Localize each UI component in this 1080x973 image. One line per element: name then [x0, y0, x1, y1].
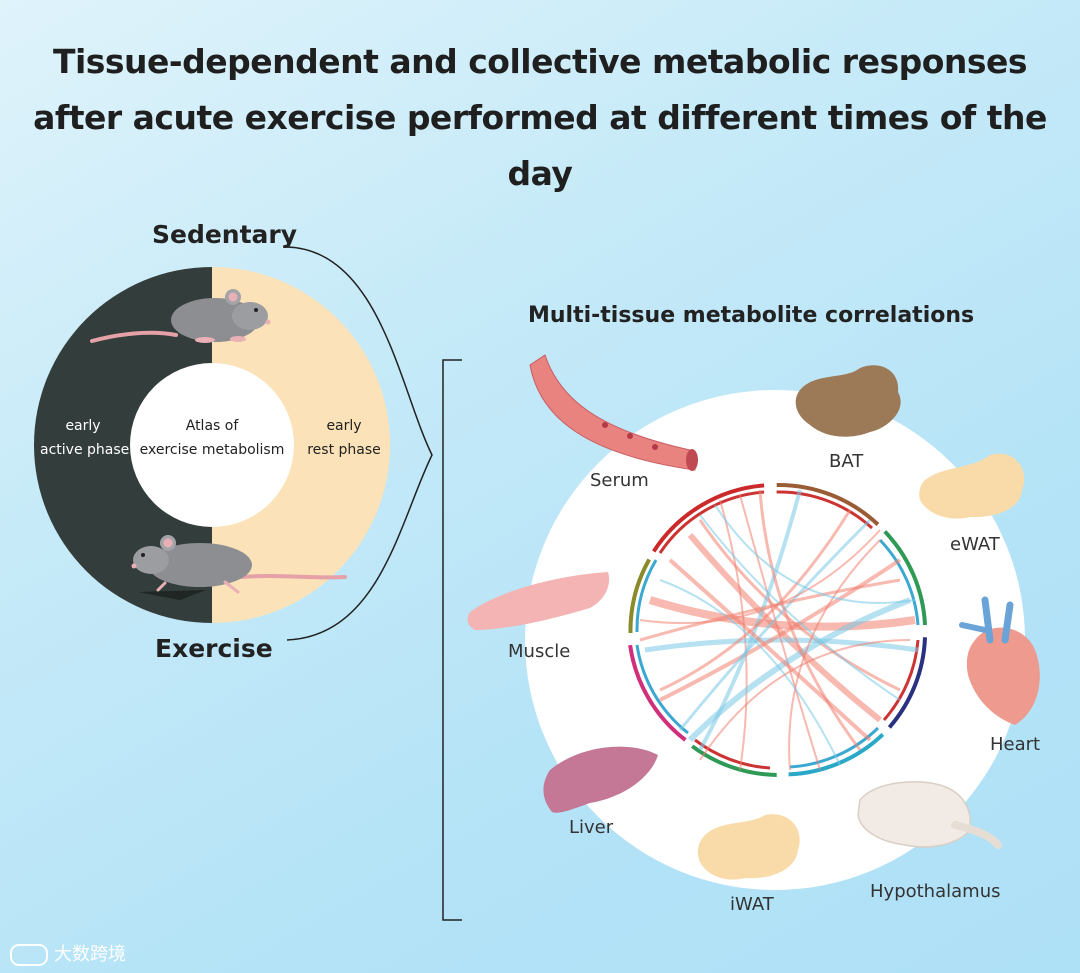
rest-phase-label: early rest phase — [306, 414, 382, 462]
active-phase-label: early active phase — [40, 414, 130, 462]
serum-vessel-icon — [529, 354, 698, 471]
tissue-label-serum: Serum — [590, 470, 649, 491]
exercise-mouse-icon — [131, 535, 347, 600]
liver-organ-icon — [543, 746, 658, 813]
active-phase-line-2: active phase — [40, 442, 130, 458]
title-line-2: after acute exercise performed at differ… — [33, 98, 1047, 193]
tissue-label-bat: BAT — [829, 451, 864, 472]
atlas-line-2: exercise metabolism — [139, 442, 285, 458]
active-phase-half — [34, 267, 212, 623]
tissue-label-liver: Liver — [569, 817, 614, 838]
sedentary-label: Sedentary — [152, 220, 298, 249]
correlations-heading: Multi-tissue metabolite correlations — [528, 303, 975, 328]
day-night-ring — [34, 267, 390, 623]
tissue-label-iwat: iWAT — [730, 894, 774, 915]
watermark-text: 大数跨境 — [54, 944, 126, 965]
chord-inner-segments — [635, 490, 920, 770]
tissue-label-ewat: eWAT — [950, 534, 1000, 555]
ewat-tissue-icon — [919, 453, 1025, 519]
atlas-center-label: Atlas of exercise metabolism — [137, 414, 287, 462]
heart-organ-icon — [959, 596, 1040, 725]
sedentary-exercise-brace — [286, 246, 433, 641]
atlas-center-circle — [130, 363, 294, 527]
muscle-tissue-icon — [467, 572, 610, 630]
watermark-logo-icon — [10, 944, 48, 966]
hypothalamus-brain-icon — [857, 781, 1002, 849]
rest-phase-half — [212, 267, 390, 623]
watermark: 大数跨境 — [10, 940, 126, 966]
tissue-label-heart: Heart — [990, 734, 1041, 755]
bat-tissue-icon — [795, 365, 901, 437]
title-line-1: Tissue-dependent and collective metaboli… — [52, 42, 1028, 81]
exercise-label: Exercise — [155, 634, 273, 663]
tissue-label-hypothalamus: Hypothalamus — [870, 881, 1001, 902]
chord-links — [639, 489, 919, 771]
iwat-tissue-icon — [697, 814, 800, 880]
atlas-line-1: Atlas of — [185, 418, 239, 434]
panel-bracket — [442, 359, 462, 921]
chord-ring-segments — [628, 482, 927, 777]
active-phase-line-1: early — [65, 418, 101, 434]
sedentary-mouse-icon — [90, 289, 271, 343]
rest-phase-line-2: rest phase — [307, 442, 381, 458]
rest-phase-line-1: early — [326, 418, 362, 434]
tissue-label-muscle: Muscle — [508, 641, 571, 662]
